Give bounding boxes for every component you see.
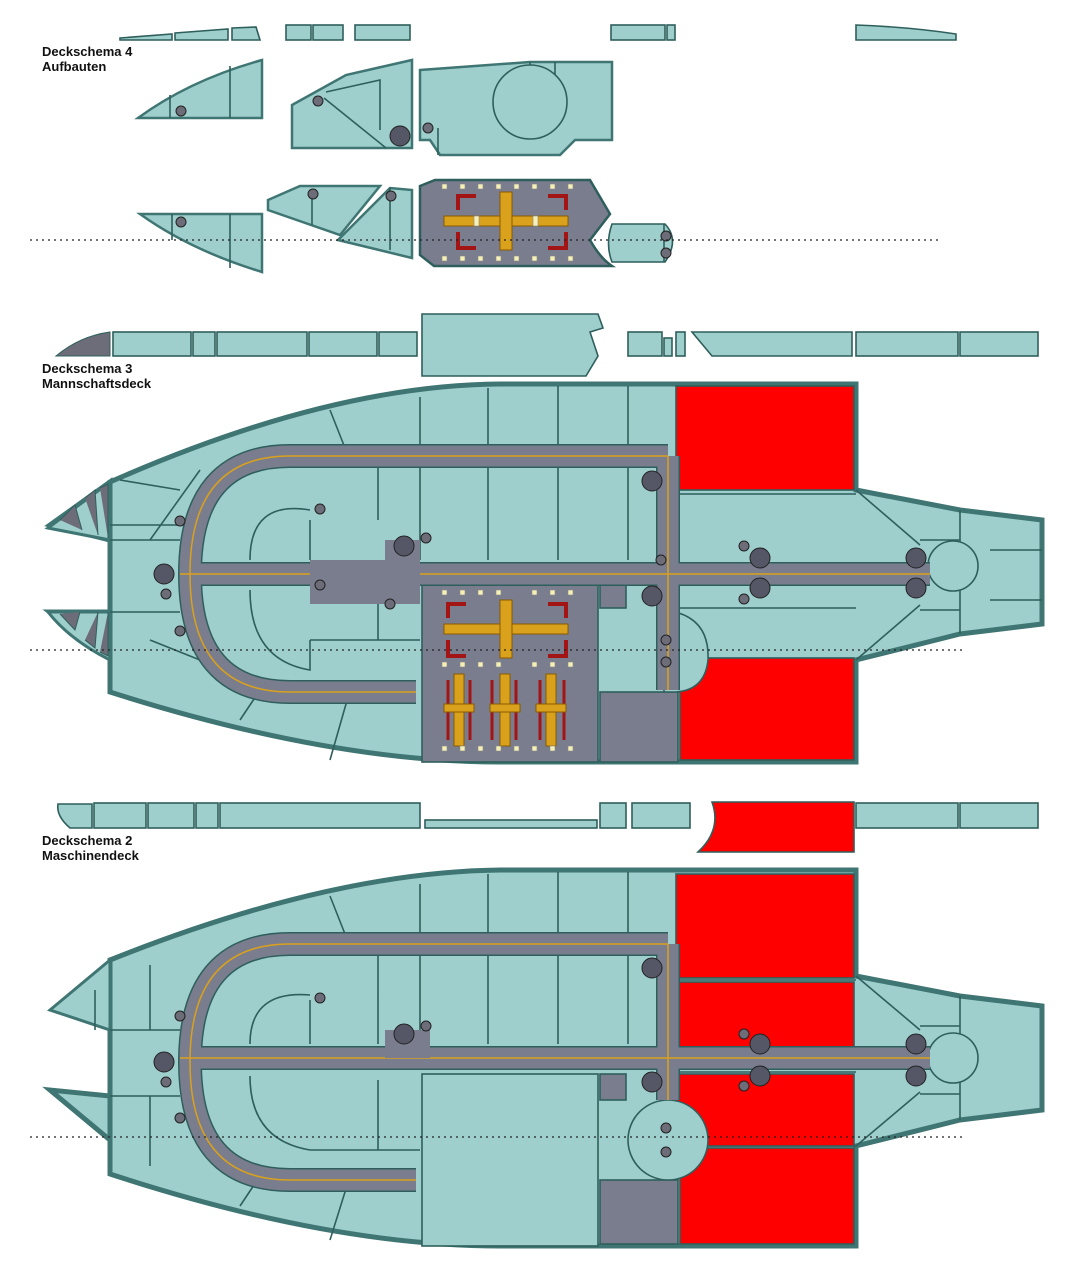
deck2-plan xyxy=(30,801,1045,1249)
deck3-label: Deckschema 3 Mannschaftsdeck xyxy=(42,361,151,391)
deck3-engine-room-upper xyxy=(675,385,855,491)
deck4-label: Deckschema 4 Aufbauten xyxy=(42,44,132,74)
deck4-side-profile xyxy=(119,24,957,41)
deck3-plan xyxy=(30,313,1045,765)
deck3-fixtures xyxy=(153,470,927,668)
deck4-upper-level xyxy=(134,58,614,157)
deck2-fixtures xyxy=(153,957,927,1158)
deck3-title: Deckschema 3 xyxy=(42,361,133,376)
deck3-corridor xyxy=(178,444,930,704)
deck4-title: Deckschema 4 xyxy=(42,44,133,59)
deck2-engine-room-4 xyxy=(679,1147,855,1245)
deck4-hangar-markings xyxy=(441,183,574,262)
deck3-subtitle: Mannschaftsdeck xyxy=(42,376,152,391)
deck2-side-engine xyxy=(695,801,855,853)
deck2-label: Deckschema 2 Maschinendeck xyxy=(42,833,139,863)
deck3-hangar-markings xyxy=(441,589,574,752)
deck3-side-profile xyxy=(54,313,1039,377)
deck2-corridor xyxy=(178,932,930,1192)
deck4-lower-level xyxy=(136,178,674,274)
deck4-fixtures xyxy=(175,95,672,259)
deck2-subtitle: Maschinendeck xyxy=(42,848,139,863)
deck3-engine-room-lower xyxy=(679,657,855,761)
deck4-subtitle: Aufbauten xyxy=(42,59,107,74)
deck4-plan xyxy=(30,24,957,274)
deck2-engine-room-1 xyxy=(675,873,855,979)
deck2-title: Deckschema 2 xyxy=(42,833,133,848)
deck2-side-profile xyxy=(56,801,1039,853)
deck3-walls xyxy=(110,386,1042,761)
